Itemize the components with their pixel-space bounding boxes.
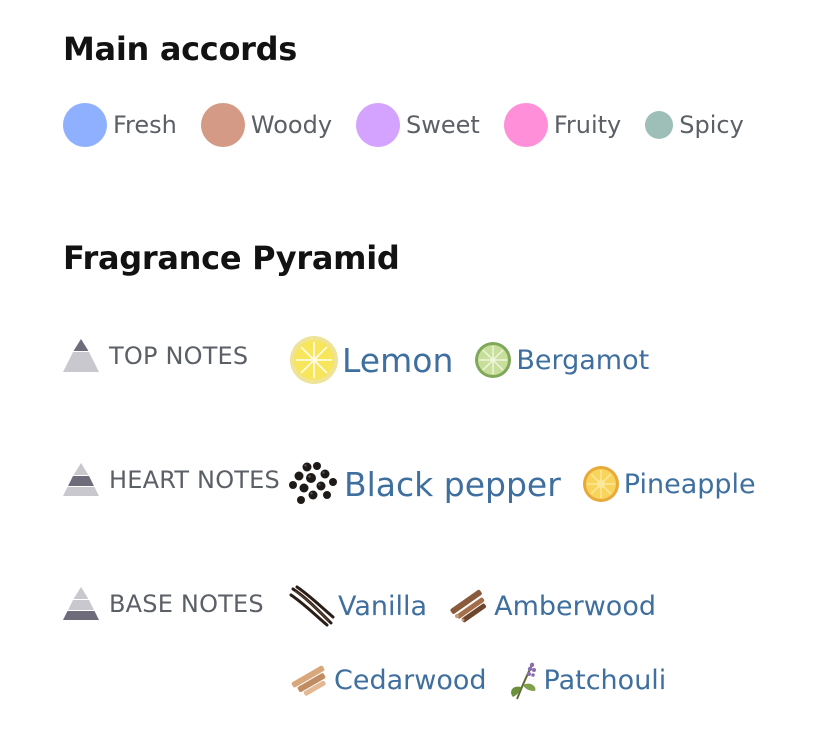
note-patchouli[interactable]: Patchouli	[507, 659, 667, 701]
tier-label: BASE NOTES	[109, 590, 264, 618]
accord-spicy-dot	[645, 111, 674, 139]
tier-top-header: TOP NOTES	[63, 338, 248, 374]
accord-fruity-dot	[503, 103, 548, 147]
accord-sweet: Sweet	[356, 103, 480, 147]
pyramid-base-icon	[63, 587, 99, 620]
patchouli-icon	[510, 662, 536, 700]
accord-woody-dot	[200, 103, 245, 147]
note-label: Black pepper	[344, 464, 561, 504]
pyramid-top-icon	[63, 339, 99, 372]
lemon-icon	[290, 336, 338, 384]
amberwood-icon	[450, 589, 487, 623]
note-label: Patchouli	[543, 664, 667, 696]
tier-heart-header: HEART NOTES	[63, 462, 280, 498]
note-label: Vanilla	[338, 590, 428, 622]
note-label: Bergamot	[516, 344, 650, 376]
vanilla-icon	[289, 585, 335, 627]
tier-label: HEART NOTES	[109, 466, 280, 494]
note-lemon[interactable]: Lemon	[289, 335, 453, 385]
accord-label: Spicy	[679, 111, 744, 139]
heart-notes-list: Black pepper Pineapple	[289, 458, 776, 510]
accord-fresh: Fresh	[63, 103, 177, 147]
tier-label: TOP NOTES	[109, 342, 249, 370]
top-notes-list: Lemon Bergamot	[289, 334, 669, 386]
accord-fruity: Fruity	[503, 103, 622, 147]
pineapple-icon	[582, 466, 619, 502]
base-notes-list-row2: Cedarwood Patchouli	[289, 657, 686, 703]
accord-label: Fruity	[553, 111, 622, 139]
note-label: Lemon	[342, 340, 454, 380]
note-vanilla[interactable]: Vanilla	[289, 585, 427, 627]
pyramid-heart-icon	[63, 463, 99, 496]
fragrance-pyramid-title: Fragrance Pyramid	[63, 239, 400, 277]
main-accords-title: Main accords	[63, 30, 297, 68]
note-bergamot[interactable]: Bergamot	[473, 340, 649, 380]
note-amberwood[interactable]: Amberwood	[447, 586, 656, 626]
accords-list: Fresh Woody Sweet Fruity Spicy	[63, 103, 768, 147]
accord-spicy: Spicy	[645, 111, 744, 139]
tier-base-header: BASE NOTES	[63, 586, 264, 622]
accord-woody: Woody	[200, 103, 333, 147]
note-label: Amberwood	[494, 590, 656, 622]
note-label: Cedarwood	[334, 664, 487, 696]
note-label: Pineapple	[623, 468, 756, 500]
note-cedarwood[interactable]: Cedarwood	[289, 660, 487, 700]
bergamot-icon	[475, 342, 512, 378]
base-notes-list-row1: Vanilla Amberwood	[289, 583, 676, 629]
black-pepper-icon	[289, 462, 337, 504]
cedarwood-icon	[291, 665, 326, 696]
note-black-pepper[interactable]: Black pepper	[289, 460, 561, 508]
accord-fresh-dot	[63, 103, 107, 147]
accord-label: Woody	[250, 111, 333, 139]
accord-label: Sweet	[406, 111, 480, 139]
note-pineapple[interactable]: Pineapple	[581, 464, 756, 504]
accord-sweet-dot	[356, 103, 401, 147]
accord-label: Fresh	[113, 111, 177, 139]
